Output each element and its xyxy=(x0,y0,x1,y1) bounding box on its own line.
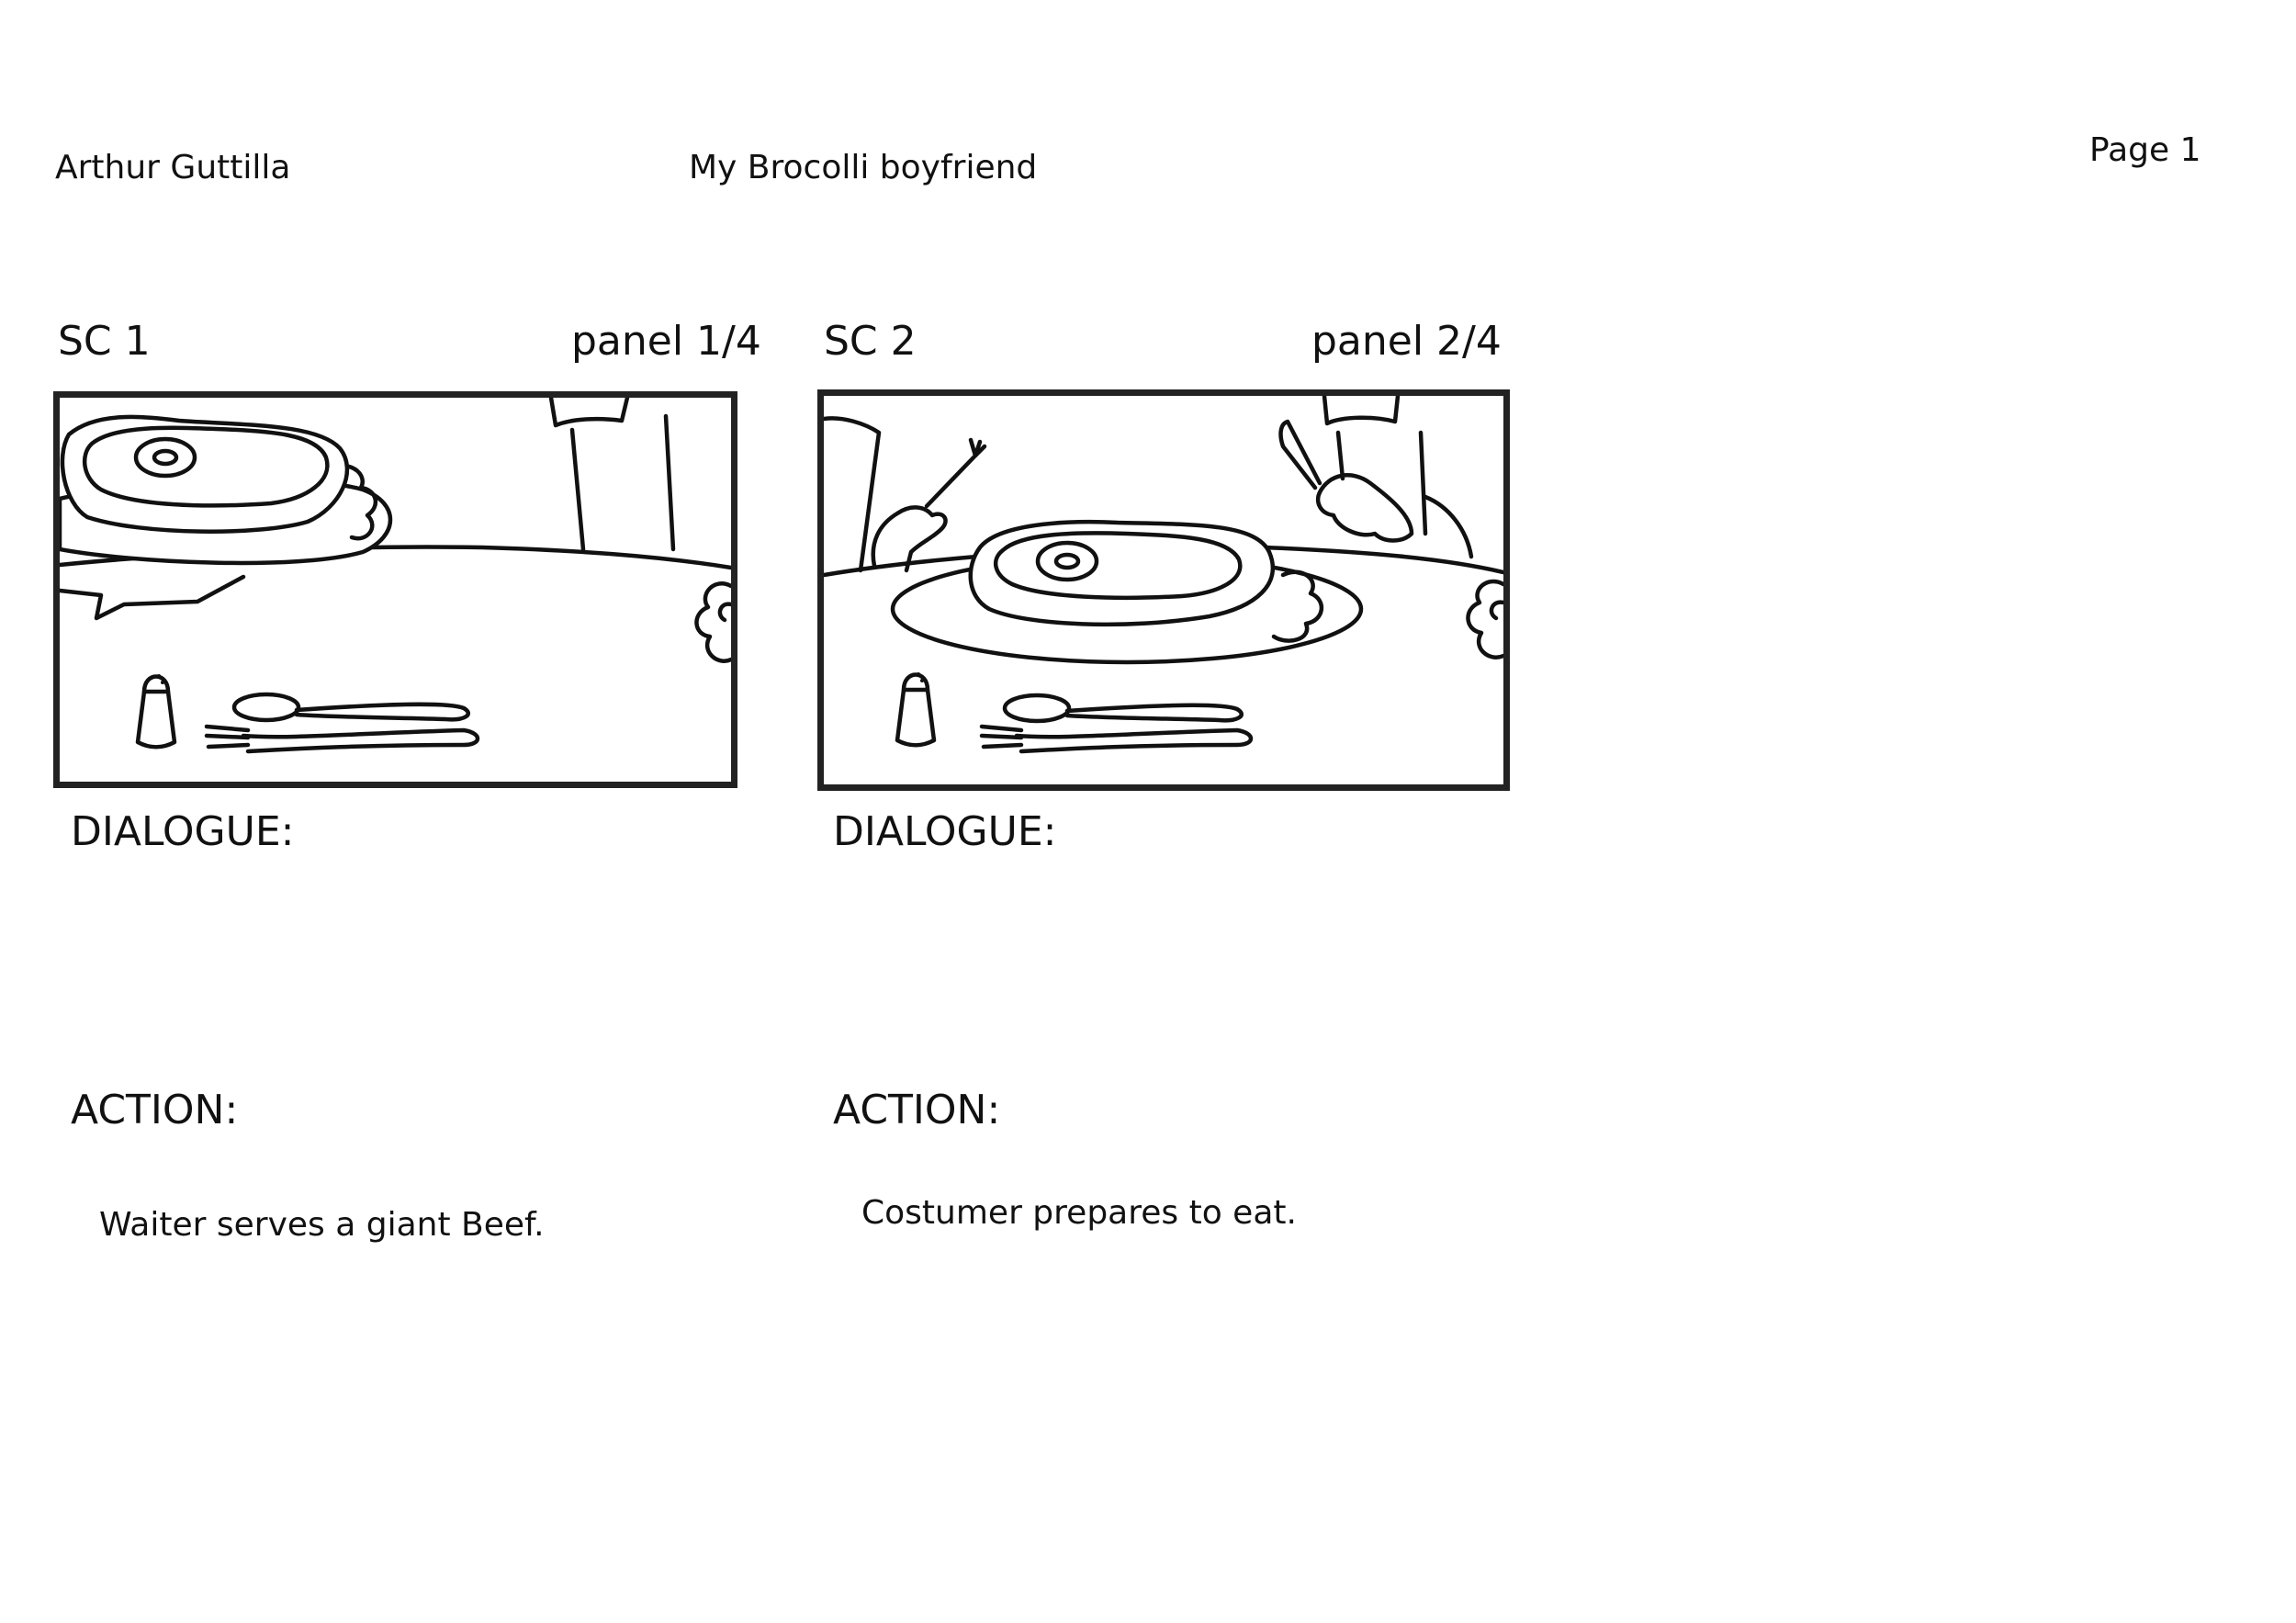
action-text-2: Costumer prepares to eat. xyxy=(861,1194,1297,1232)
action-label-2: ACTION: xyxy=(833,1087,1001,1133)
scene-label-1: SC 1 xyxy=(58,318,151,365)
action-label-1: ACTION: xyxy=(71,1087,239,1133)
waiter-serving-drawing xyxy=(60,398,731,754)
customer-eating-drawing xyxy=(824,396,1503,754)
action-text-1: Waiter serves a giant Beef. xyxy=(99,1206,545,1244)
dialogue-label-2: DIALOGUE: xyxy=(833,808,1057,855)
document-title: My Brocolli boyfriend xyxy=(689,149,1038,186)
scene-label-2: SC 2 xyxy=(824,318,917,365)
storyboard-frame-1 xyxy=(53,391,737,788)
panel-number-1: panel 1/4 xyxy=(571,318,761,365)
dialogue-label-1: DIALOGUE: xyxy=(71,808,295,855)
page-number: Page 1 xyxy=(2089,131,2201,169)
storyboard-frame-2 xyxy=(817,389,1510,791)
author-name: Arthur Guttilla xyxy=(55,149,291,186)
panel-number-2: panel 2/4 xyxy=(1311,318,1502,365)
